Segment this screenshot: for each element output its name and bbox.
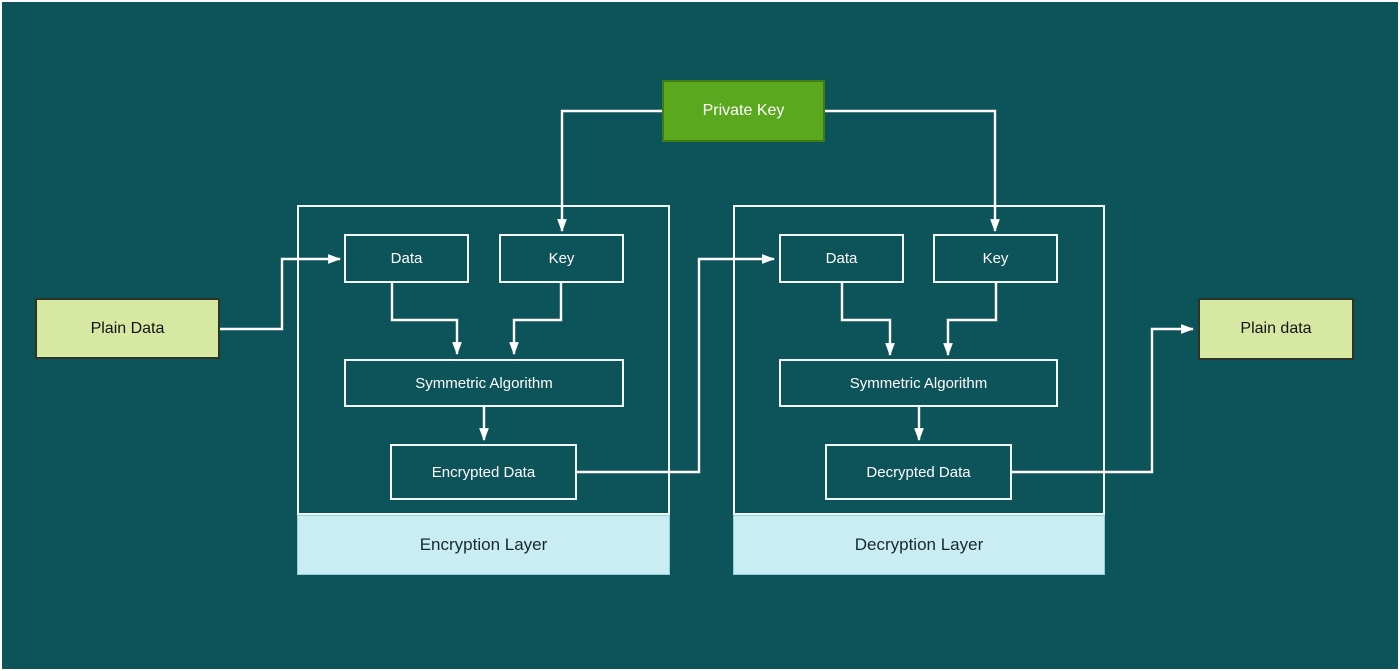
- edge-privatekey-to-enc-key: [557, 109, 662, 233]
- edge-encrypted-to-dec-data: [577, 254, 776, 474]
- encrypted-data-node: Encrypted Data: [390, 444, 577, 500]
- private-key-node: Private Key: [662, 80, 825, 142]
- edge-dec-data-to-algorithm: [840, 283, 895, 357]
- edge-decrypted-to-plaindata: [1012, 324, 1195, 474]
- encryption-symmetric-algorithm-node: Symmetric Algorithm: [344, 359, 624, 407]
- decryption-key-node: Key: [933, 234, 1058, 283]
- encryption-data-node: Data: [344, 234, 469, 283]
- plain-data-output-node: Plain data: [1198, 298, 1354, 360]
- edge-plaindata-to-enc-data: [220, 254, 342, 331]
- decryption-data-node: Data: [779, 234, 904, 283]
- encryption-layer-label-bar: Encryption Layer: [297, 515, 670, 575]
- encryption-layer-container: [297, 205, 670, 515]
- edge-enc-data-to-algorithm: [390, 283, 462, 356]
- encryption-key-node: Key: [499, 234, 624, 283]
- edge-enc-key-to-algorithm: [509, 283, 563, 356]
- decryption-layer-label-bar: Decryption Layer: [733, 515, 1105, 575]
- decrypted-data-node: Decrypted Data: [825, 444, 1012, 500]
- decryption-symmetric-algorithm-node: Symmetric Algorithm: [779, 359, 1058, 407]
- decryption-layer-container: [733, 205, 1105, 515]
- edge-dec-key-to-algorithm: [943, 283, 998, 357]
- plain-data-input-node: Plain Data: [35, 298, 220, 359]
- edge-privatekey-to-dec-key: [825, 109, 1000, 233]
